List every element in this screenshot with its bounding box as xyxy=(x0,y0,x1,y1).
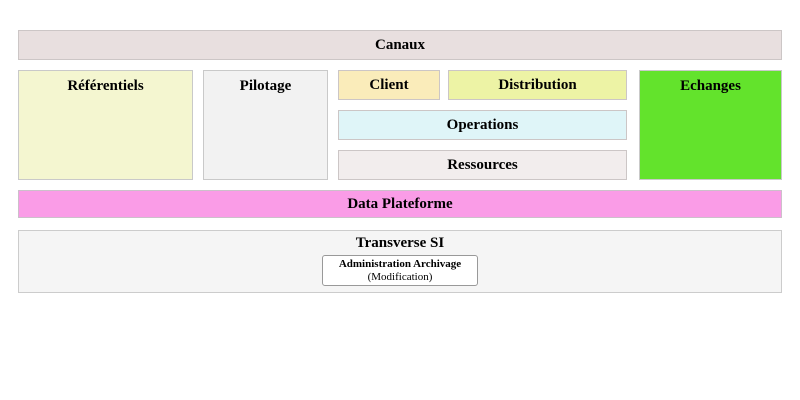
block-referentiels: Référentiels xyxy=(18,70,193,180)
block-pilotage-label: Pilotage xyxy=(239,78,292,94)
diagram-middle-column: Client Distribution Operations Ressource… xyxy=(338,70,627,180)
block-operations: Operations xyxy=(338,110,627,140)
block-data-plateforme: Data Plateforme xyxy=(18,190,782,218)
administration-archivage-subtitle: (Modification) xyxy=(367,270,433,283)
block-ressources-label: Ressources xyxy=(447,156,518,173)
diagram-client-distribution-row: Client Distribution xyxy=(338,70,627,100)
block-transverse-si-label: Transverse SI xyxy=(355,235,445,251)
block-data-plateforme-label: Data Plateforme xyxy=(347,195,453,212)
block-client-label: Client xyxy=(369,76,409,93)
block-distribution: Distribution xyxy=(448,70,627,100)
block-echanges-label: Echanges xyxy=(680,78,741,94)
block-pilotage: Pilotage xyxy=(203,70,328,180)
block-ressources: Ressources xyxy=(338,150,627,180)
block-canaux-label: Canaux xyxy=(374,36,426,53)
administration-archivage-title: Administration Archivage xyxy=(338,258,462,270)
block-administration-archivage: Administration Archivage (Modification) xyxy=(322,255,478,287)
block-client: Client xyxy=(338,70,440,100)
block-referentiels-label: Référentiels xyxy=(67,78,144,94)
architecture-diagram: Canaux Référentiels Pilotage Client Dist… xyxy=(18,30,782,293)
block-transverse-si: Transverse SI Administration Archivage (… xyxy=(18,230,782,293)
block-canaux: Canaux xyxy=(18,30,782,60)
block-distribution-label: Distribution xyxy=(498,76,577,93)
block-operations-label: Operations xyxy=(446,116,519,133)
block-echanges: Echanges xyxy=(639,70,782,180)
diagram-middle-row: Référentiels Pilotage Client Distributio… xyxy=(18,70,782,180)
